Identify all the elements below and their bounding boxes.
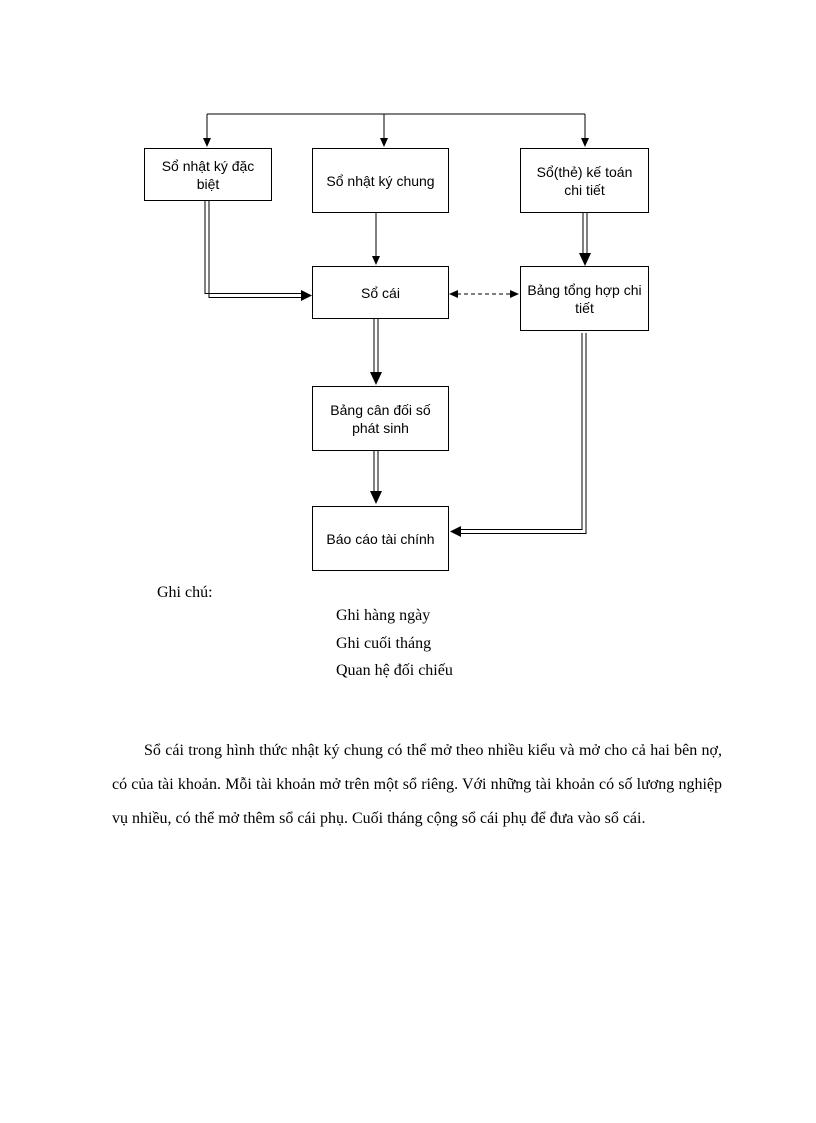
legend-label-reconcile: Quan hệ đối chiếu [336, 662, 453, 679]
legend-title: Ghi chú: [157, 584, 213, 601]
box-bang-tong-hop-chi-tiet: Bảng tổng hợp chi tiết [520, 266, 649, 331]
box-label: Sổ nhật ký chung [326, 172, 435, 189]
box-bao-cao-tai-chinh: Báo cáo tài chính [312, 506, 449, 571]
arrow-so-cai-to-can-doi [370, 319, 382, 385]
box-label: Bảng cân đối số phát sinh [330, 401, 431, 436]
body-paragraph: Sổ cái trong hình thức nhật ký chung có … [112, 742, 722, 827]
legend-label-month-end: Ghi cuối tháng [336, 635, 432, 652]
arrow-dac-biet-to-so-cai [204, 201, 312, 301]
box-so-nhat-ky-dac-biet: Sổ nhật ký đặc biệt [144, 148, 272, 201]
box-so-nhat-ky-chung: Sổ nhật ký chung [312, 148, 449, 213]
box-so-cai: Sổ cái [312, 266, 449, 319]
legend-label-daily: Ghi hàng ngày [336, 607, 431, 624]
box-bang-can-doi-so-phat-sinh: Bảng cân đối số phát sinh [312, 386, 449, 451]
box-label: Bảng tổng hợp chi tiết [527, 281, 642, 316]
box-label: Báo cáo tài chính [326, 530, 435, 547]
arrow-tong-hop-to-bao-cao [450, 333, 587, 537]
accounting-flow-diagram [203, 113, 591, 537]
box-so-the-ke-toan-chi-tiet: Sổ(thẻ) kế toán chi tiết [520, 148, 649, 213]
box-label: Sổ(thẻ) kế toán chi tiết [536, 163, 633, 198]
box-label: Sổ cái [361, 284, 400, 301]
arrow-chi-tiet-to-tong-hop [579, 213, 591, 266]
arrow-can-doi-to-bao-cao [370, 451, 382, 504]
box-label: Sổ nhật ký đặc biệt [161, 157, 255, 192]
top-distribution-arrows [203, 113, 589, 147]
